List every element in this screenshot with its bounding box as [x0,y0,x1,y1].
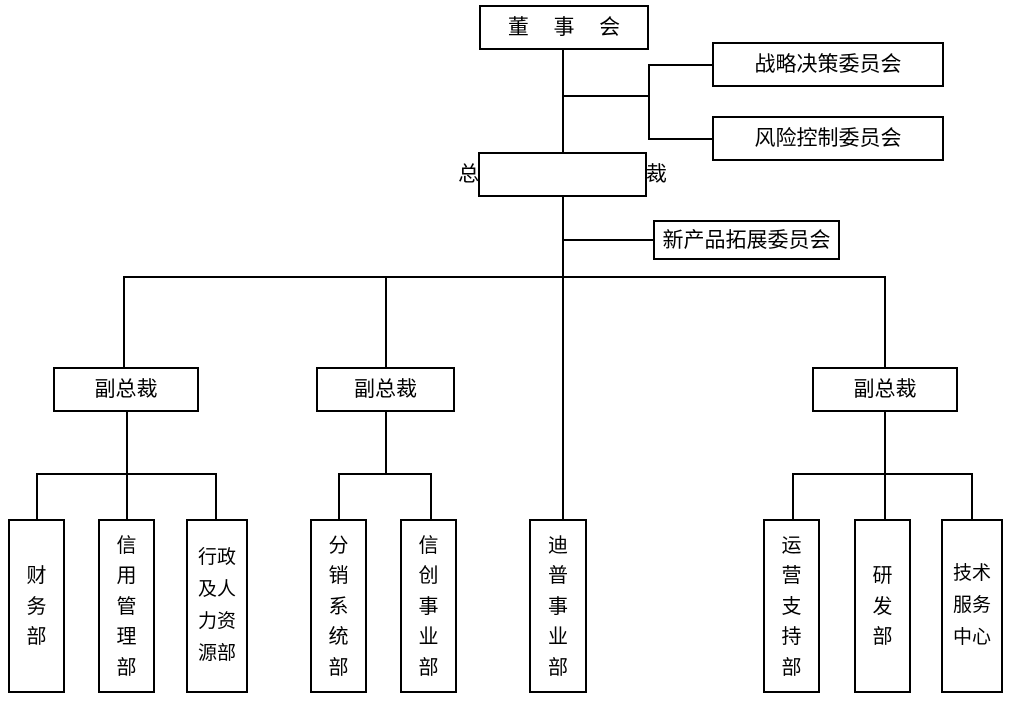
node-dept-hr-label: 行政 及人 力资 源部 [197,546,236,664]
node-new-product-committee-label: 新产品拓展委员会 [662,227,831,252]
node-dept-credit-label: 信 用 管 理 部 [116,533,137,679]
connector-board-to-president-trunk [562,49,564,153]
connector-committee-riser [648,64,650,140]
node-dept-dptech[interactable]: 迪 普 事 业 部 [529,519,587,693]
connector-mid-dept-bus [338,473,432,475]
connector-vp-right-riser [884,276,886,368]
node-dept-operations[interactable]: 运 营 支 持 部 [763,519,820,693]
node-new-product-committee[interactable]: 新产品拓展委员会 [653,220,840,260]
node-dept-tech-service-label: 技术 服务 中心 [952,562,991,648]
connector-mid-dept-xinchuang-drop [430,473,432,520]
node-vp-left[interactable]: 副总裁 [53,367,199,412]
node-dept-credit[interactable]: 信 用 管 理 部 [98,519,155,693]
node-risk-committee[interactable]: 风险控制委员会 [712,116,944,161]
connector-right-dept-operations-drop [792,473,794,520]
node-dept-distribution-label: 分 销 系 统 部 [328,533,349,679]
connector-vp-mid-riser [385,276,387,368]
node-dept-dptech-label: 迪 普 事 业 部 [548,533,568,679]
node-dept-xinchuang-label: 信 创 事 业 部 [418,533,439,679]
node-vp-mid-label: 副总裁 [354,377,417,401]
connector-vp-left-riser [123,276,125,368]
node-dept-tech-service[interactable]: 技术 服务 中心 [941,519,1003,693]
node-dept-operations-label: 运 营 支 持 部 [781,533,802,679]
node-risk-committee-label: 风险控制委员会 [754,126,902,150]
node-president-label: 总 裁 [458,162,695,186]
connector-left-dept-credit-drop [126,473,128,520]
node-dept-xinchuang[interactable]: 信 创 事 业 部 [400,519,457,693]
node-dept-finance[interactable]: 财 务 部 [8,519,65,693]
connector-right-dept-bus [792,473,973,475]
node-vp-left-label: 副总裁 [94,377,158,401]
node-dept-rnd-label: 研 发 部 [872,563,893,649]
node-vp-mid[interactable]: 副总裁 [316,367,455,412]
connector-strategy-committee-stub [648,64,714,66]
node-president[interactable]: 总 裁 [458,152,667,197]
node-dept-finance-label: 财 务 部 [26,563,47,649]
connector-new-product-committee-stub [562,239,655,241]
node-dept-distribution[interactable]: 分 销 系 统 部 [310,519,367,693]
connector-right-dept-rnd-drop [884,473,886,520]
connector-left-dept-hr-drop [215,473,217,520]
connector-right-dept-techservice-drop [971,473,973,520]
node-strategy-committee-label: 战略决策委员会 [754,52,902,76]
connector-mid-dept-distribution-drop [338,473,340,520]
connector-vp-left-drop [126,411,128,521]
node-vp-right-label: 副总裁 [853,377,917,401]
node-board-label: 董 事 会 [507,15,630,39]
connector-risk-committee-stub [648,138,714,140]
node-vp-right[interactable]: 副总裁 [812,367,958,412]
node-dept-rnd[interactable]: 研 发 部 [854,519,911,693]
node-dept-hr[interactable]: 行政 及人 力资 源部 [186,519,248,693]
connector-board-to-committee-branch [562,95,650,97]
connector-vp-bus [123,276,884,278]
connector-president-trunk-down [562,196,564,521]
connector-left-dept-finance-drop [36,473,38,520]
connector-vp-mid-drop [385,411,387,474]
node-board[interactable]: 董 事 会 [479,5,649,50]
connector-vp-right-drop [884,411,886,521]
node-strategy-committee[interactable]: 战略决策委员会 [712,42,944,87]
